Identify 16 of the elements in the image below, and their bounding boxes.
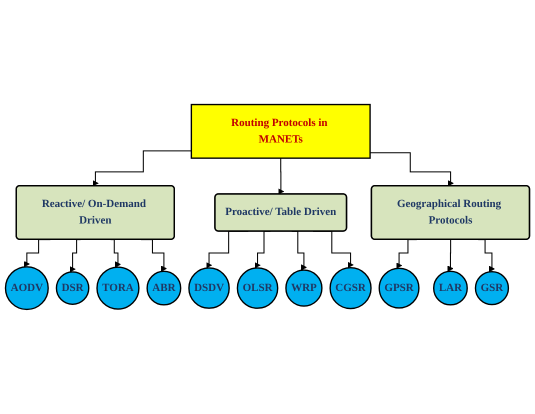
node-circle: AODV [4,266,49,310]
arrow [370,152,454,186]
node-circle: LAR [433,270,468,306]
node-box: Routing Protocols in MANETs [190,104,371,159]
node-circle: DSDV [188,267,230,309]
node-circle: TORA [96,266,140,310]
node-circle: GPSR [378,268,420,309]
node-circle: OLSR [236,267,278,309]
node-circle: DSR [56,271,90,305]
node-circle: CGSR [329,266,372,310]
arrow [447,239,454,272]
arrow [278,158,284,195]
node-circle: GSR [474,270,510,306]
arrow [92,150,192,186]
node-circle: ABR [146,270,182,306]
node-circle: WRP [285,269,323,307]
